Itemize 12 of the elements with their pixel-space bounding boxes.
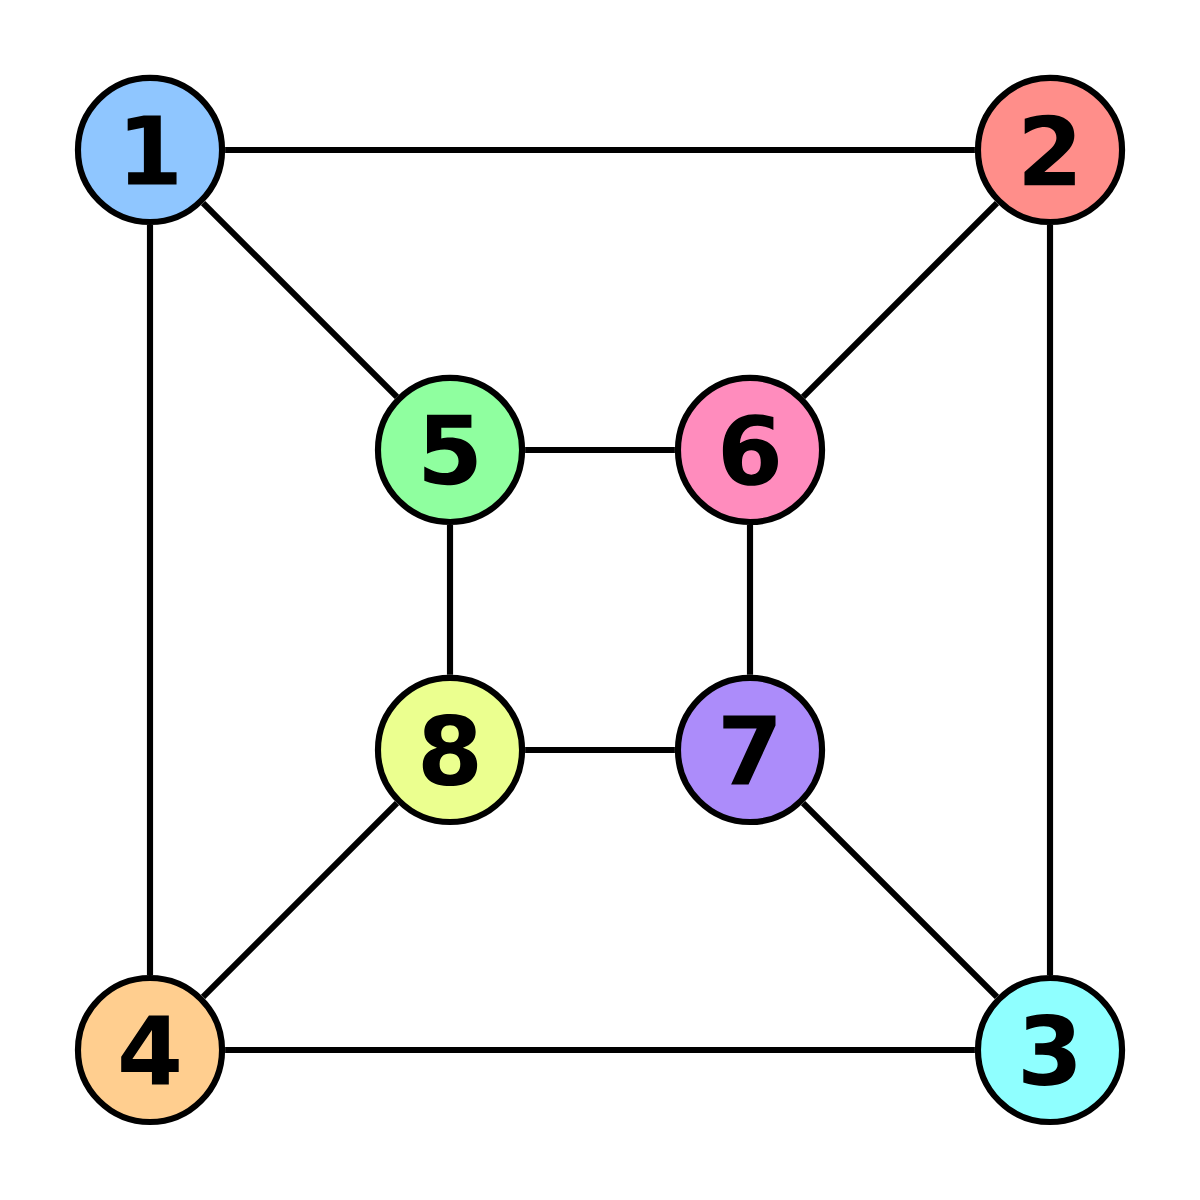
edge-line: [1046, 225, 1054, 975]
edge-line: [525, 746, 675, 754]
edge-line: [525, 446, 675, 454]
edge-line: [446, 525, 454, 675]
edge-line: [800, 800, 1000, 1000]
edge-line: [225, 146, 975, 154]
edge-line: [746, 525, 754, 675]
edge-line: [200, 200, 400, 400]
edge-line: [800, 200, 1000, 400]
edge-line: [225, 1046, 975, 1054]
edge-line: [200, 800, 400, 1000]
edge-line: [146, 225, 154, 975]
